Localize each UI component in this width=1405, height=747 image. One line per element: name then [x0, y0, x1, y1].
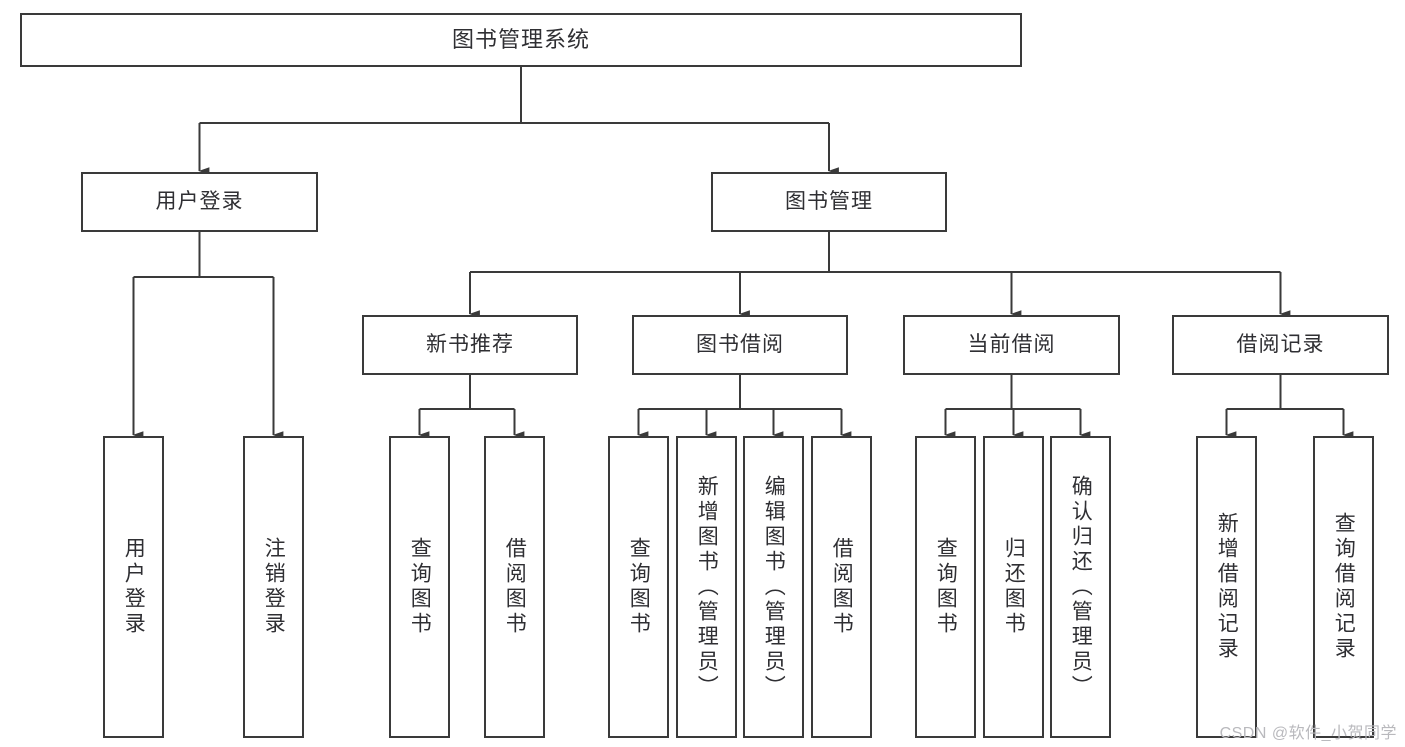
node-current-borrow[interactable]: 当前借阅	[903, 315, 1120, 375]
node-leaf-user-login[interactable]: 用户登录	[103, 436, 164, 738]
node-user-login[interactable]: 用户登录	[81, 172, 318, 232]
node-leaf-cb-confirm[interactable]: 确认归还（管理员）	[1050, 436, 1111, 738]
node-leaf-br-query[interactable]: 查询借阅记录	[1313, 436, 1374, 738]
node-leaf-bb-edit[interactable]: 编辑图书（管理员）	[743, 436, 804, 738]
node-label: 借阅记录	[1236, 333, 1325, 357]
node-label: 新增借阅记录	[1215, 512, 1239, 662]
node-leaf-bb-borrow[interactable]: 借阅图书	[811, 436, 872, 738]
node-label: 用户登录	[155, 190, 244, 214]
node-label: 新增图书（管理员）	[695, 474, 719, 700]
node-leaf-logout[interactable]: 注销登录	[243, 436, 304, 738]
node-book-borrow[interactable]: 图书借阅	[632, 315, 848, 375]
node-label: 注销登录	[262, 537, 286, 637]
node-label: 归还图书	[1002, 537, 1026, 637]
node-label: 确认归还（管理员）	[1069, 474, 1093, 700]
node-label: 新书推荐	[426, 333, 514, 357]
node-label: 查询图书	[627, 537, 651, 637]
node-label: 编辑图书（管理员）	[762, 474, 786, 700]
node-label: 借阅图书	[503, 537, 527, 637]
node-label: 当前借阅	[967, 333, 1056, 357]
node-new-book-rec[interactable]: 新书推荐	[362, 315, 578, 375]
node-leaf-cb-query[interactable]: 查询图书	[915, 436, 976, 738]
node-label: 图书管理	[785, 190, 873, 214]
node-borrow-record[interactable]: 借阅记录	[1172, 315, 1389, 375]
node-label: 查询图书	[408, 537, 432, 637]
node-book-manage[interactable]: 图书管理	[711, 172, 947, 232]
node-root[interactable]: 图书管理系统	[20, 13, 1022, 67]
node-leaf-bb-query[interactable]: 查询图书	[608, 436, 669, 738]
watermark-label: CSDN @软件_小贺同学	[1219, 725, 1397, 742]
node-label: 用户登录	[122, 537, 146, 637]
node-label: 图书借阅	[696, 333, 784, 357]
node-label: 查询图书	[934, 537, 958, 637]
node-label: 借阅图书	[830, 537, 854, 637]
node-label: 图书管理系统	[451, 26, 590, 52]
node-leaf-rec-query[interactable]: 查询图书	[389, 436, 450, 738]
node-leaf-bb-add[interactable]: 新增图书（管理员）	[676, 436, 737, 738]
node-label: 查询借阅记录	[1332, 512, 1356, 662]
node-leaf-cb-return[interactable]: 归还图书	[983, 436, 1044, 738]
node-leaf-rec-borrow[interactable]: 借阅图书	[484, 436, 545, 738]
node-leaf-br-add[interactable]: 新增借阅记录	[1196, 436, 1257, 738]
